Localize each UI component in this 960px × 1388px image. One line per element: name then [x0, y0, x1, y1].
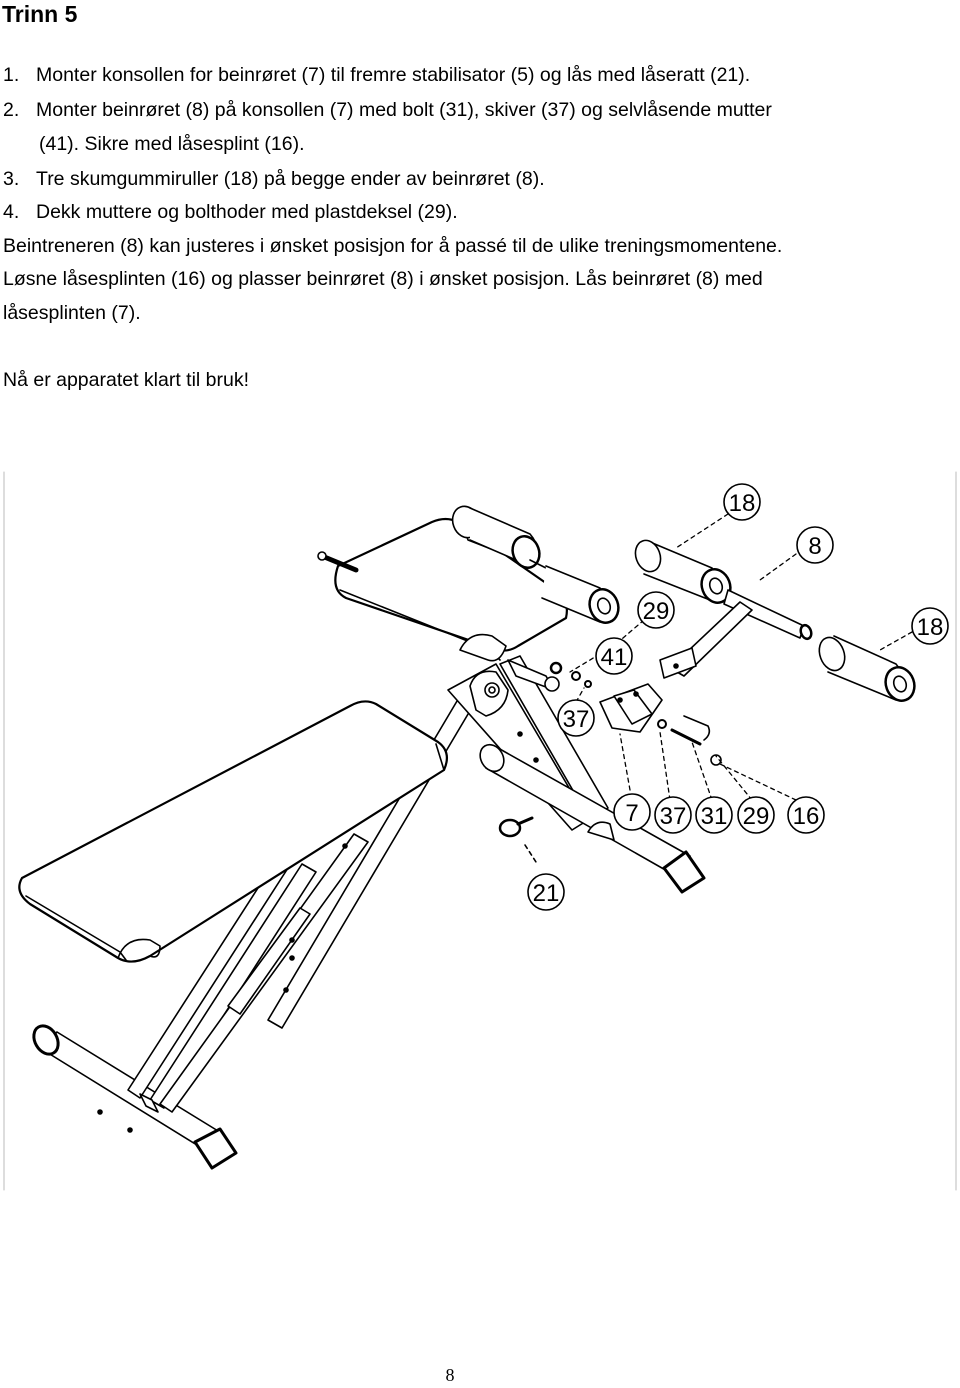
closing-text: Nå er apparatet klart til bruk! [3, 369, 250, 391]
paragraph-line: Løsne låsesplinten (16) og plasser beinr… [3, 268, 763, 290]
callout-31: 31 [695, 796, 733, 834]
step-1: 1. Monter konsollen for beinrøret (7) til… [3, 63, 750, 87]
step-number: 2. [3, 99, 20, 121]
svg-text:37: 37 [563, 706, 590, 733]
step-2: 2. Monter beinrøret (8) på konsollen (7) … [3, 98, 772, 122]
leg-tube-assembly [634, 539, 916, 702]
svg-text:29: 29 [743, 803, 770, 830]
paragraph-line: låsesplinten (7). [3, 302, 141, 324]
svg-text:16: 16 [793, 803, 820, 830]
callout-37-bottom: 37 [654, 796, 692, 834]
callout-41: 41 [595, 637, 633, 675]
callout-7: 7 [613, 793, 651, 831]
front-stabilizer [479, 743, 706, 894]
svg-text:41: 41 [601, 644, 628, 671]
leader-lines [569, 513, 913, 801]
callout-29-bottom: 29 [737, 796, 775, 834]
svg-text:29: 29 [643, 598, 670, 625]
callout-37-left: 37 [557, 699, 595, 737]
back-pad [18, 700, 449, 963]
step-number: 4. [3, 201, 20, 223]
svg-text:37: 37 [660, 803, 687, 830]
step-text: Tre skumgummiruller (18) på begge ender … [36, 168, 545, 190]
svg-text:31: 31 [701, 803, 728, 830]
rear-foam-rollers [451, 505, 620, 624]
svg-text:7: 7 [625, 800, 638, 827]
step-text: Dekk muttere og bolthoder med plastdekse… [36, 201, 458, 223]
callouts: 18 8 18 29 41 37 7 37 31 29 16 21 [527, 483, 949, 911]
page-heading: Trinn 5 [2, 1, 78, 27]
front-pad [317, 517, 568, 662]
callout-18-top: 18 [723, 483, 761, 521]
svg-text:18: 18 [729, 490, 756, 517]
step-2-continued: (41). Sikre med låsesplint (16). [39, 133, 305, 155]
callout-16: 16 [787, 796, 825, 834]
svg-text:8: 8 [808, 533, 821, 560]
callout-21: 21 [527, 873, 565, 911]
step-4: 4. Dekk muttere og bolthoder med plastdek… [3, 200, 458, 224]
step-3: 3. Tre skumgummiruller (18) på begge ende… [3, 167, 545, 191]
knob-21 [498, 816, 537, 863]
paragraph-line: Beintreneren (8) kan justeres i ønsket p… [3, 235, 783, 257]
callout-8: 8 [796, 526, 834, 564]
page-number: 8 [445, 1365, 455, 1385]
svg-text:21: 21 [533, 880, 560, 907]
console-plate [599, 683, 663, 733]
callout-29-top: 29 [637, 591, 675, 629]
callout-18-right: 18 [911, 607, 949, 645]
step-text: Monter beinrøret (8) på konsollen (7) me… [36, 99, 772, 121]
step-text: Monter konsollen for beinrøret (7) til f… [36, 64, 751, 86]
svg-text:18: 18 [917, 614, 944, 641]
step-number: 1. [3, 64, 20, 86]
step-number: 3. [3, 168, 20, 190]
assembly-diagram: 18 8 18 29 41 37 7 37 31 29 16 21 [0, 468, 960, 1198]
hardware [549, 661, 722, 766]
